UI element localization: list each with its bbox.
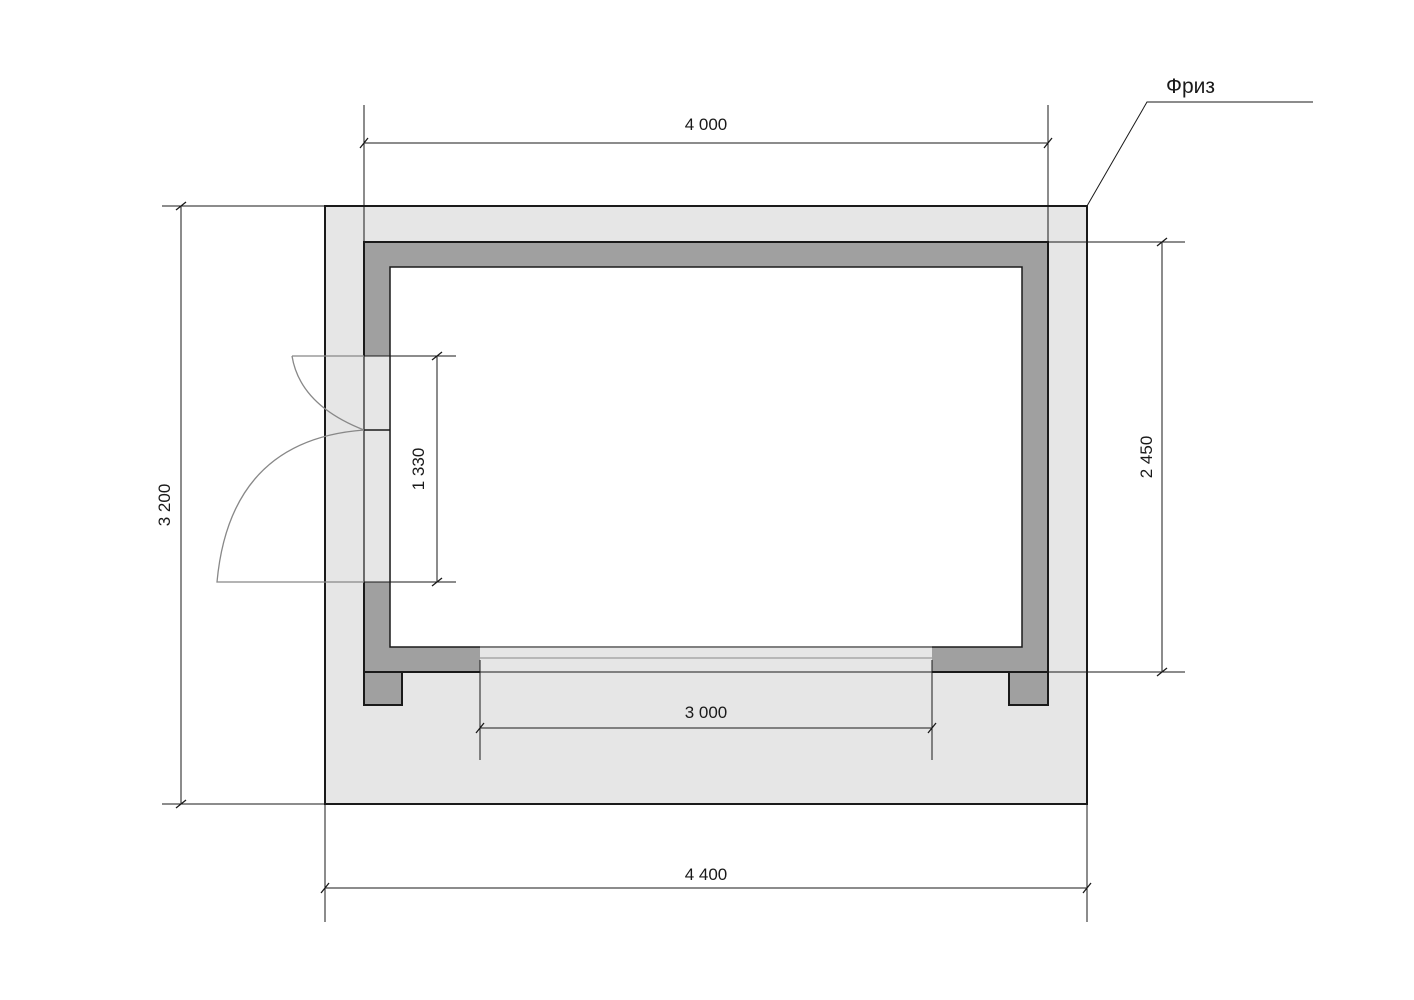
dim-top-width-label: 4 000 [685, 115, 728, 134]
dim-inner-height: 2 450 [1048, 237, 1185, 677]
post-left [363, 671, 403, 706]
dim-total-width: 4 400 [320, 804, 1092, 922]
dim-opening-width-label: 3 000 [685, 703, 728, 722]
dim-total-width-label: 4 400 [685, 865, 728, 884]
dim-top-width: 4 000 [359, 105, 1053, 242]
dim-door-width-label: 1 330 [409, 448, 428, 491]
post-right [1008, 671, 1049, 706]
dim-inner-height-label: 2 450 [1137, 436, 1156, 479]
dim-opening-width: 3 000 [475, 660, 937, 760]
dim-door-width: 1 330 [390, 351, 456, 587]
dim-total-height-label: 3 200 [155, 484, 174, 527]
front-opening [480, 646, 932, 673]
door-swing-upper [291, 355, 365, 431]
dim-total-height: 3 200 [155, 201, 325, 809]
door-opening [363, 356, 391, 582]
frieze-label: Фриз [1166, 75, 1215, 98]
door-swing-lower [216, 429, 365, 583]
leader-frieze: Фриз [1086, 75, 1313, 207]
room-interior [389, 266, 1023, 648]
